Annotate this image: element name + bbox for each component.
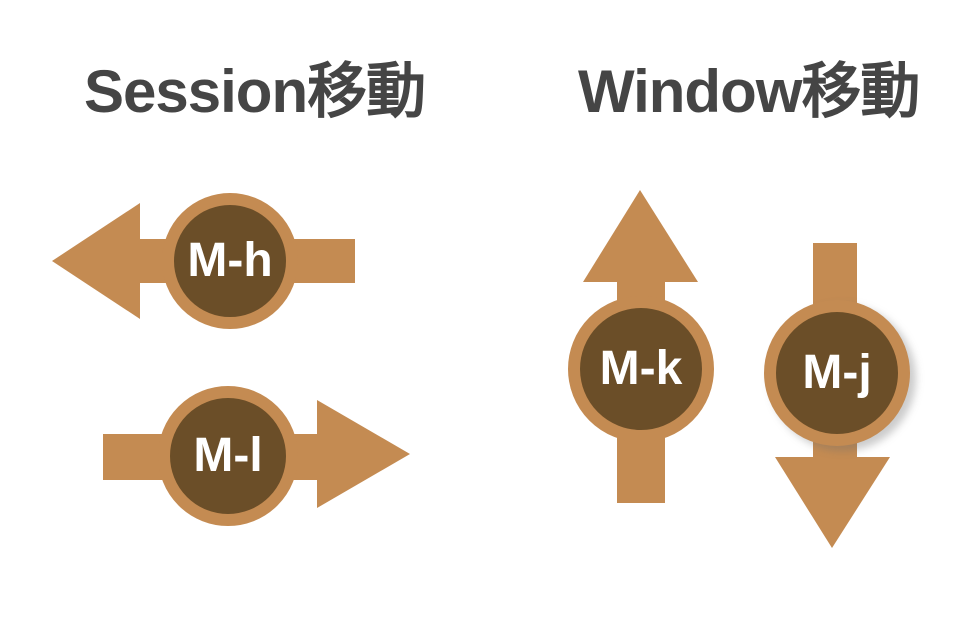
key-badge-session-prev: M-h	[162, 193, 298, 329]
arrow-head	[52, 203, 140, 319]
session-move-title: Session移動	[84, 58, 426, 125]
key-label-m-l: M-l	[193, 429, 263, 482]
key-badge-window-next: M-j	[764, 300, 910, 446]
key-badge-session-next: M-l	[158, 386, 298, 526]
key-badge-window-prev: M-k	[568, 296, 714, 442]
key-label-m-j: M-j	[802, 346, 872, 399]
key-label-m-h: M-h	[187, 234, 273, 287]
arrow-head	[775, 457, 890, 548]
arrow-head	[317, 400, 410, 508]
window-move-title: Window移動	[578, 58, 920, 125]
arrow-head	[583, 190, 698, 282]
key-label-m-k: M-k	[599, 342, 683, 395]
